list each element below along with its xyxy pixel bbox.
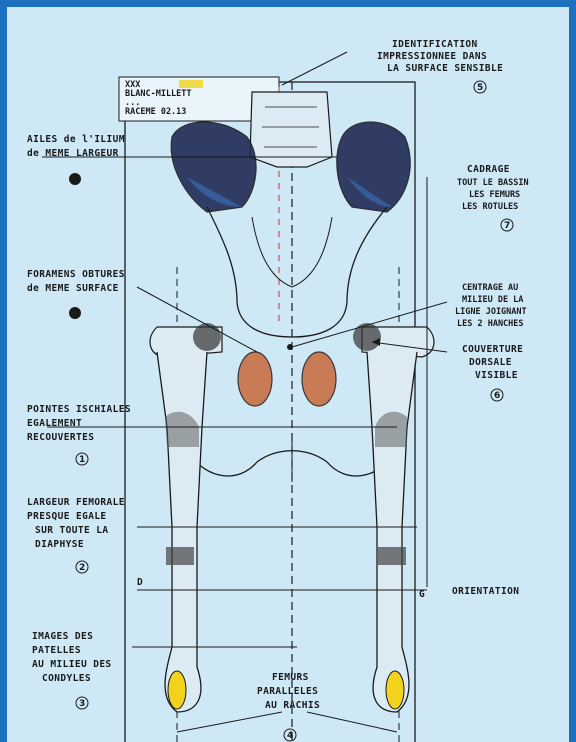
femur-leader-right [307,712,397,732]
note-patella-number: 3 [79,699,85,709]
note-cadrage-number: 7 [504,221,510,231]
pelvis-diagram: XXX BLANC-MILLETT ... RACEME 02.13 [7,7,569,742]
note-ilium: AILES de l'ILIUM de MEME LARGEUR [27,134,125,159]
note-foramen-line1: FORAMENS OBTURES [27,269,125,280]
note-centrage-line1: CENTRAGE AU [462,283,518,293]
note-femoral-line3: SUR TOUTE LA [35,525,108,536]
note-ischial-line1: POINTES ISCHIALES [27,404,131,415]
left-ilium-wing [171,122,256,212]
right-femur [367,352,417,712]
note-femurs-line2: PARALLELES [257,686,318,697]
id-leader [282,52,347,85]
note-femoral-line1: LARGEUR FEMORALE [27,497,125,508]
note-patella-line3: AU MILIEU DES [32,659,112,670]
right-patella [386,671,404,709]
note-centrage-line3: LIGNE JOIGNANT [455,307,527,317]
note-femurs-parallel: FEMURS PARALLELES AU RACHIS 4 [257,672,320,741]
note-ischial-number: 1 [79,455,85,465]
left-femur [157,352,207,712]
note-ilium-line1: AILES de l'ILIUM [27,134,125,145]
right-ilium-wing [337,122,410,212]
note-femoral-line4: DIAPHYSE [35,539,84,550]
marker-left-d: D [137,577,143,588]
pelvis-outline [207,207,387,337]
note-femurs-line3: AU RACHIS [265,700,320,711]
diagram-paper: XXX BLANC-MILLETT ... RACEME 02.13 [7,7,569,742]
note-couverture: COUVERTURE DORSALE VISIBLE 6 [462,344,523,401]
note-ischial: POINTES ISCHIALES EGALEMENT RECOUVERTES … [27,404,131,465]
marker-right-g: G [419,589,425,600]
note-centrage-line4: LES 2 HANCHES [457,319,524,329]
left-patella [168,671,186,709]
note-femoral: LARGEUR FEMORALE PRESQUE EGALE SUR TOUTE… [27,497,125,573]
spine [250,92,332,167]
note-centrage: CENTRAGE AU MILIEU DE LA LIGNE JOIGNANT … [455,283,527,329]
note-orientation: ORIENTATION [452,586,519,597]
note-couverture-line2: DORSALE [469,357,512,368]
note-cadrage: CADRAGE TOUT LE BASSIN LES FEMURS LES RO… [457,164,529,231]
note-foramen: FORAMENS OBTURES de MEME SURFACE [27,269,125,294]
note-couverture-number: 6 [494,391,500,401]
note-cadrage-line4: LES ROTULES [462,202,518,212]
left-obturator-foramen [238,352,272,406]
id-plate-line4: RACEME 02.13 [125,107,186,117]
note-orientation-line1: ORIENTATION [452,586,519,597]
note-ischial-line2: EGALEMENT [27,418,82,429]
note-patella-line4: CONDYLES [42,673,91,684]
id-note-line1: IDENTIFICATION [392,39,478,50]
id-note-line3: LA SURFACE SENSIBLE [387,63,503,74]
note-femoral-line2: PRESQUE EGALE [27,511,107,522]
id-note: IDENTIFICATION IMPRESSIONNEE DANS LA SUR… [377,39,503,93]
note-patella: IMAGES DES PATELLES AU MILIEU DES CONDYL… [32,631,112,709]
id-note-line2: IMPRESSIONNEE DANS [377,51,487,62]
note-femoral-number: 2 [79,563,85,573]
center-point [287,344,293,350]
note-couverture-line1: COUVERTURE [462,344,523,355]
note-femurs-line1: FEMURS [272,672,309,683]
note-cadrage-line1: CADRAGE [467,164,510,175]
bullet-ilium [69,173,81,185]
note-cadrage-line2: TOUT LE BASSIN [457,178,529,188]
femur-leader-left [177,712,282,732]
right-obturator-foramen [302,352,336,406]
note-ilium-line2: de MEME LARGEUR [27,148,119,159]
note-foramen-line2: de MEME SURFACE [27,283,119,294]
note-patella-line2: PATELLES [32,645,81,656]
id-note-number: 5 [477,83,483,93]
note-cadrage-line3: LES FEMURS [469,190,520,200]
note-femurs-number: 4 [287,731,293,741]
note-centrage-line2: MILIEU DE LA [462,295,523,305]
note-patella-line1: IMAGES DES [32,631,93,642]
note-ischial-line3: RECOUVERTES [27,432,94,443]
note-couverture-line3: VISIBLE [475,370,518,381]
hip-joints [150,323,434,357]
bullet-foramen [69,307,81,319]
